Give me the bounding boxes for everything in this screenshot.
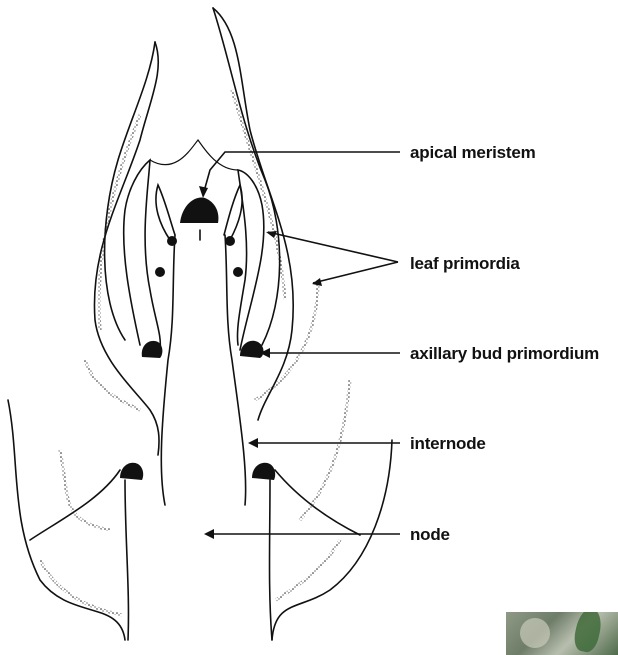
- outer-leaf-right: [213, 8, 293, 420]
- leaf-primordium-left: [156, 185, 175, 240]
- lower-leaf-right: [275, 470, 360, 535]
- inner-leaf-left: [124, 160, 161, 350]
- axillary-bud-lower-right: [252, 463, 275, 480]
- arrow-apical-meristem: [203, 152, 400, 195]
- label-apical-meristem: apical meristem: [410, 143, 536, 163]
- label-leaf-primordia: leaf primordia: [410, 254, 520, 274]
- axillary-bud-upper-right: [240, 341, 264, 358]
- label-internode: internode: [410, 434, 486, 454]
- axillary-bud-lower-left: [120, 463, 143, 480]
- leaf-primordium-right: [224, 185, 242, 240]
- label-node: node: [410, 525, 450, 545]
- arrow-leaf-primordia-2: [313, 262, 398, 283]
- arrow-leaf-primordia-1: [268, 232, 398, 262]
- axillary-bud-upper-left: [142, 341, 163, 358]
- apical-meristem-shape: [180, 197, 218, 223]
- photo-thumbnail: [506, 612, 618, 655]
- label-axillary-bud-primordium: axillary bud primordium: [410, 344, 599, 364]
